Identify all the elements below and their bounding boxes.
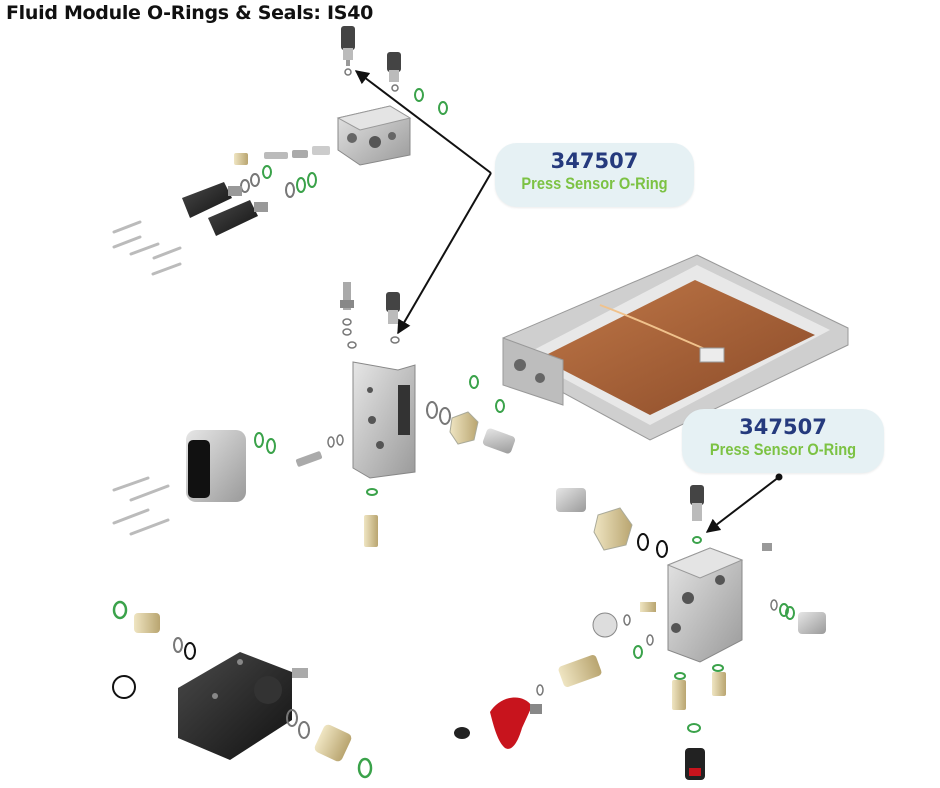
middle-manifold-block — [352, 361, 416, 479]
middle-bottom-fitting — [364, 515, 378, 547]
middle-small-valve — [295, 451, 323, 467]
middle-sensor-o-rings — [342, 318, 400, 349]
top-valve-block — [336, 105, 412, 166]
bottom-right-fittings — [556, 488, 826, 710]
bottom-right-manifold-block — [666, 547, 744, 663]
top-o-rings — [240, 88, 448, 198]
callout-2-description: Press Sensor O-Ring — [709, 440, 857, 459]
pump-motor — [178, 652, 308, 760]
callout-1-leaders — [354, 70, 492, 335]
bottom-right-sensor-o-ring — [692, 536, 702, 544]
heater-plate — [502, 254, 849, 441]
callout-1-description: Press Sensor O-Ring — [521, 174, 668, 193]
bottom-left-o-rings — [112, 600, 373, 779]
black-knobs — [182, 182, 268, 236]
middle-hex-fittings — [449, 411, 516, 454]
callout-2-leader — [705, 473, 783, 533]
black-red-connector — [685, 748, 705, 780]
top-screws — [112, 220, 182, 276]
page-title: Fluid Module O-Rings & Seals: IS40 — [6, 2, 374, 24]
middle-sensor-left — [340, 282, 354, 310]
middle-o-rings — [254, 375, 505, 496]
red-valve-handle — [490, 697, 542, 749]
solenoid-coil — [186, 430, 246, 502]
middle-sensor-right — [386, 292, 400, 324]
callout-1: 347507 Press Sensor O-Ring — [495, 143, 694, 207]
top-pressure-sensor-right — [387, 52, 401, 82]
callout-1-part-number: 347507 — [550, 149, 639, 173]
callout-2-part-number: 347507 — [739, 415, 827, 439]
top-sensor-o-ring — [344, 68, 352, 76]
top-fittings-row — [234, 146, 330, 165]
bottom-right-sensor — [690, 485, 704, 521]
bottom-left-fittings — [134, 613, 352, 762]
callout-2: 347507 Press Sensor O-Ring — [682, 409, 884, 473]
black-cap — [454, 727, 470, 739]
bottom-right-o-rings — [536, 533, 795, 733]
top-pressure-sensor-left — [341, 26, 355, 66]
top-sensor-o-ring-2 — [391, 84, 399, 92]
middle-screws — [112, 476, 170, 536]
